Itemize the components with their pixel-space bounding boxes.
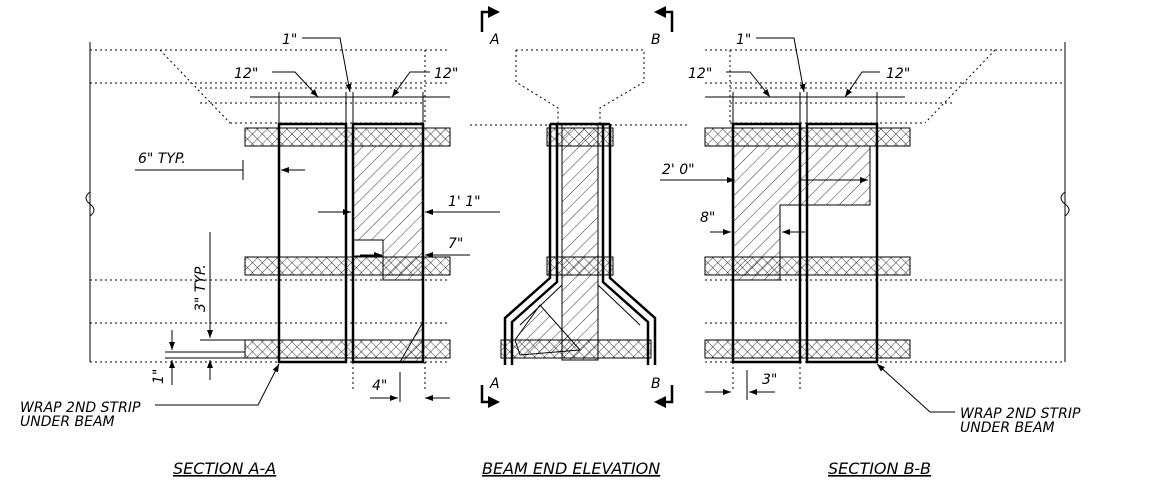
note-wrap-line1: WRAP 2ND STRIP [20,400,141,416]
note-wrap-line1: WRAP 2ND STRIP [960,406,1081,422]
section-a-view: 1" 12" 12" 6" TYP. 1' 1" 7" 3" TYP. 1" 4… [20,32,500,478]
dim-label-12in-right: 12" [886,66,910,82]
dim-label-4in: 4" [372,378,387,394]
dim-label-8in: 8" [700,210,715,226]
beam-outline-right-inner [601,124,650,365]
section-marker-a-top [480,10,490,32]
dim-label-12in-left: 12" [688,66,712,82]
section-marker-a-bottom [480,385,490,404]
haunch-line [159,49,231,124]
leader-12in [726,71,771,98]
dim-label-7in: 7" [448,236,463,252]
section-letter-b-bottom: B [651,376,661,392]
beam-outline-left-inner [510,124,559,365]
haunch-line [924,49,996,124]
leader-wrap-strip [155,363,280,406]
dim-label-2ft0in: 2' 0" [662,162,695,178]
section-arrow-a-bottom [488,396,500,408]
note-wrap-line2: UNDER BEAM [960,420,1055,436]
section-b-break-symbol [1060,191,1070,217]
deck-outline [470,49,690,126]
leader-1in [302,37,352,93]
section-letter-a-top: A [489,32,500,48]
flange-line [519,284,563,326]
dim-label-3in: 3" [762,372,777,388]
web-hatch [561,127,599,361]
dim-label-12in-left: 12" [234,66,258,82]
leader-1in [756,37,806,93]
section-b-view: 1" 12" 12" 2' 0" 8" 3" WRAP 2ND STRIP UN… [660,32,1081,478]
title-section-b: SECTION B-B [828,459,931,478]
title-section-a: SECTION A-A [173,459,276,478]
cfrp-strip-middle [546,256,614,276]
leader-12in [272,71,319,98]
cfrp-strip-top [546,127,614,147]
flange-line [597,284,641,326]
cfrp-strip-middle [244,256,451,276]
cfrp-strip-top [244,127,451,147]
leader-12in [391,71,430,98]
beam-end-elevation-view: A B A B BEAM END ELEVATION [470,6,690,478]
leader-wrap-strip [876,363,955,413]
wrap-outline-left [731,122,802,364]
bearing-pad [352,239,384,257]
dim-label-1in-side: 1" [151,369,167,384]
wrap-outline-left [277,122,348,364]
section-arrow-a-top [488,6,500,18]
beam-outline-right-outer [608,124,657,365]
leader-12in [844,71,880,98]
section-marker-b-top [664,10,674,32]
dim-label-6in-typ: 6" TYP. [138,151,186,167]
section-arrow-b-top [654,6,666,18]
title-beam-end-elevation: BEAM END ELEVATION [482,459,660,478]
dim-label-3in-typ: 3" TYP. [193,264,209,312]
note-wrap-line2: UNDER BEAM [20,414,115,430]
dim-label-12in-right: 12" [434,66,458,82]
cfrp-strip-bottom [244,339,451,359]
section-letter-a-bottom: A [489,376,500,392]
dim-label-1in: 1" [736,32,751,48]
dim-label-1in: 1" [282,32,297,48]
section-marker-b-bottom [664,385,674,404]
section-a-break-symbol [85,191,95,217]
beam-outline-left-outer [503,124,552,365]
section-letter-b-top: B [651,32,661,48]
dim-label-1ft1in: 1' 1" [448,194,481,210]
wrap-outline-right [351,122,425,364]
cfrp-strip-bottom [500,339,652,359]
wrap-outline-right [805,122,879,364]
section-arrow-b-bottom [654,396,666,408]
